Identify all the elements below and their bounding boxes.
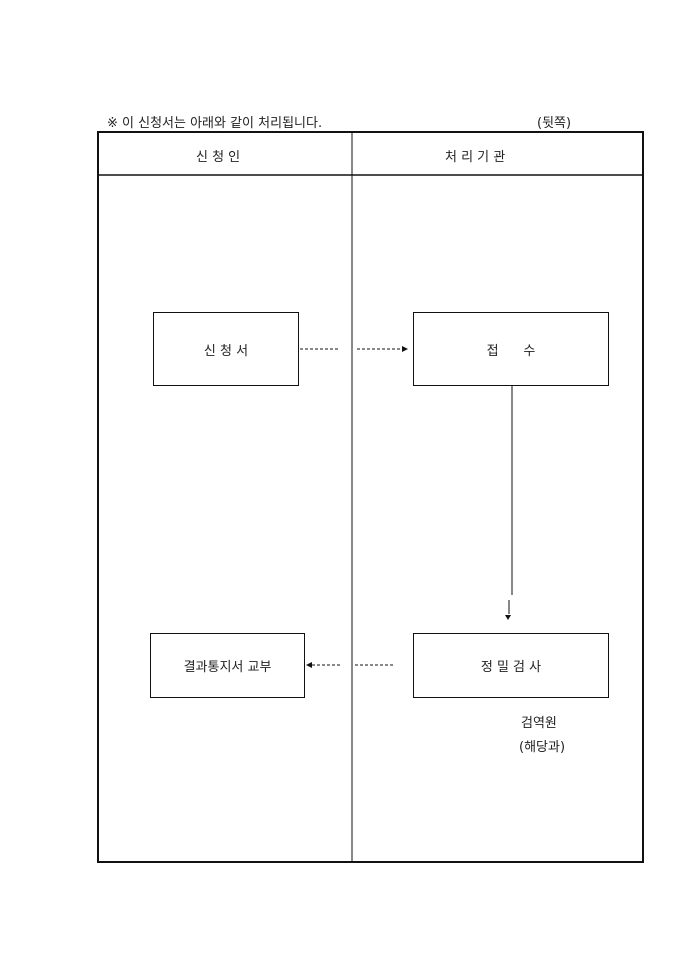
arrow-right-icon: [402, 346, 408, 352]
arrow-down-icon: [505, 615, 511, 620]
step-result-notice: 결과통지서 교부: [150, 633, 305, 698]
page-side-label: (뒷쪽): [537, 116, 572, 131]
processing-note: ※ 이 신청서는 아래와 같이 처리됩니다.: [107, 116, 323, 131]
step-receipt: 접 수: [413, 312, 609, 386]
inspector-name: 검역원: [521, 716, 557, 731]
step-label: 접 수: [486, 343, 536, 359]
column-header-applicant: 신 청 인: [196, 150, 241, 165]
inspector-dept: (해당과): [519, 740, 566, 755]
outer-frame: [97, 131, 644, 863]
step-inspection: 정 밀 검 사: [413, 633, 609, 698]
step-application: 신 청 서: [153, 312, 299, 386]
column-header-agency: 처 리 기 관: [445, 150, 506, 165]
step-label: 신 청 서: [203, 343, 249, 359]
step-label: 결과통지서 교부: [183, 660, 272, 675]
arrow-left-icon: [306, 662, 312, 668]
step-label: 정 밀 검 사: [480, 660, 542, 675]
